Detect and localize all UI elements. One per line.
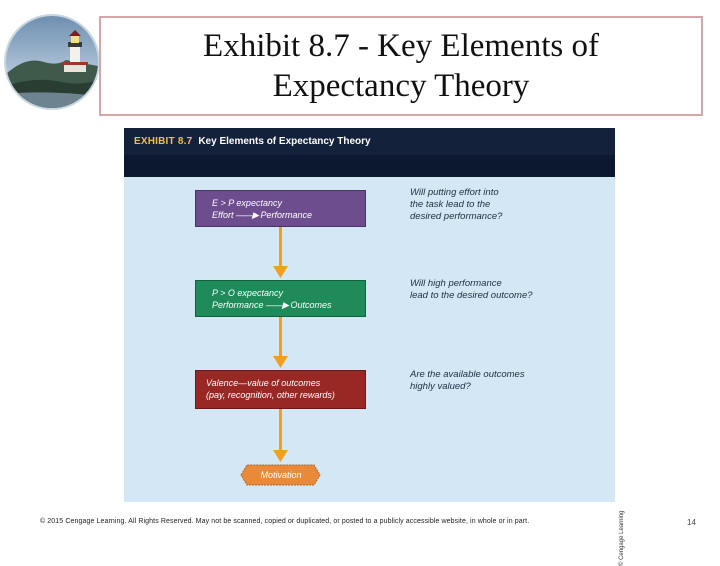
- valence-box: Valence—value of outcomes (pay, recognit…: [195, 370, 366, 409]
- box-3-line-2: (pay, recognition, other rewards): [206, 390, 335, 400]
- effort-performance-box: E > P expectancy Effort ——▶ Performance: [195, 190, 366, 227]
- arrow-1: [273, 227, 288, 278]
- page-number: 14: [687, 518, 696, 527]
- box-2-left: Performance: [212, 300, 264, 310]
- question-1: Will putting effort into the task lead t…: [410, 187, 560, 223]
- box-1-arrow: ——▶: [236, 210, 259, 220]
- exhibit-figure: EXHIBIT 8.7 Key Elements of Expectancy T…: [124, 128, 625, 566]
- question-3: Are the available outcomes highly valued…: [410, 369, 560, 393]
- box-1-flow: Effort ——▶ Performance: [212, 209, 365, 221]
- lighthouse-logo: [4, 14, 100, 110]
- flow-arrows: [240, 227, 321, 486]
- exhibit-header-strip: [124, 155, 615, 177]
- question-1-line-1: Will putting effort into: [410, 187, 499, 198]
- question-2-line-1: Will high performance: [410, 278, 502, 289]
- slide-title-line-2: Expectancy Theory: [272, 68, 530, 104]
- question-2: Will high performance lead to the desire…: [410, 278, 560, 302]
- exhibit-header: EXHIBIT 8.7 Key Elements of Expectancy T…: [124, 128, 615, 155]
- question-3-line-2: highly valued?: [410, 381, 471, 392]
- question-1-line-3: desired performance?: [410, 211, 503, 222]
- question-3-line-1: Are the available outcomes: [410, 369, 525, 380]
- arrow-2: [273, 317, 288, 368]
- lighthouse-image: [6, 16, 98, 108]
- box-1-title: E > P expectancy: [212, 198, 282, 208]
- exhibit-number: EXHIBIT 8.7: [134, 136, 193, 147]
- motivation-shape: [240, 464, 321, 486]
- performance-outcomes-box: P > O expectancy Performance ——▶ Outcome…: [195, 280, 366, 317]
- exhibit-heading: Key Elements of Expectancy Theory: [198, 136, 371, 147]
- motivation-label: Motivation: [260, 470, 302, 480]
- box-3-line-1: Valence—value of outcomes: [206, 378, 321, 388]
- box-1-left: Effort: [212, 210, 234, 220]
- box-2-flow: Performance ——▶ Outcomes: [212, 299, 365, 311]
- arrow-3: [273, 409, 288, 462]
- title-box: Exhibit 8.7 - Key Elements of Expectancy…: [99, 16, 703, 116]
- box-2-title: P > O expectancy: [212, 288, 283, 298]
- slide-title-line-1: Exhibit 8.7 - Key Elements of: [203, 28, 599, 64]
- image-credit-text: © Cengage Learning: [619, 510, 625, 566]
- box-1-right: Performance: [260, 210, 312, 220]
- question-1-line-2: the task lead to the: [410, 199, 491, 210]
- box-2-right: Outcomes: [290, 300, 332, 310]
- box-2-arrow: ——▶: [266, 300, 289, 310]
- question-2-line-2: lead to the desired outcome?: [410, 290, 533, 301]
- copyright-footer: © 2015 Cengage Learning. All Rights Rese…: [40, 518, 530, 525]
